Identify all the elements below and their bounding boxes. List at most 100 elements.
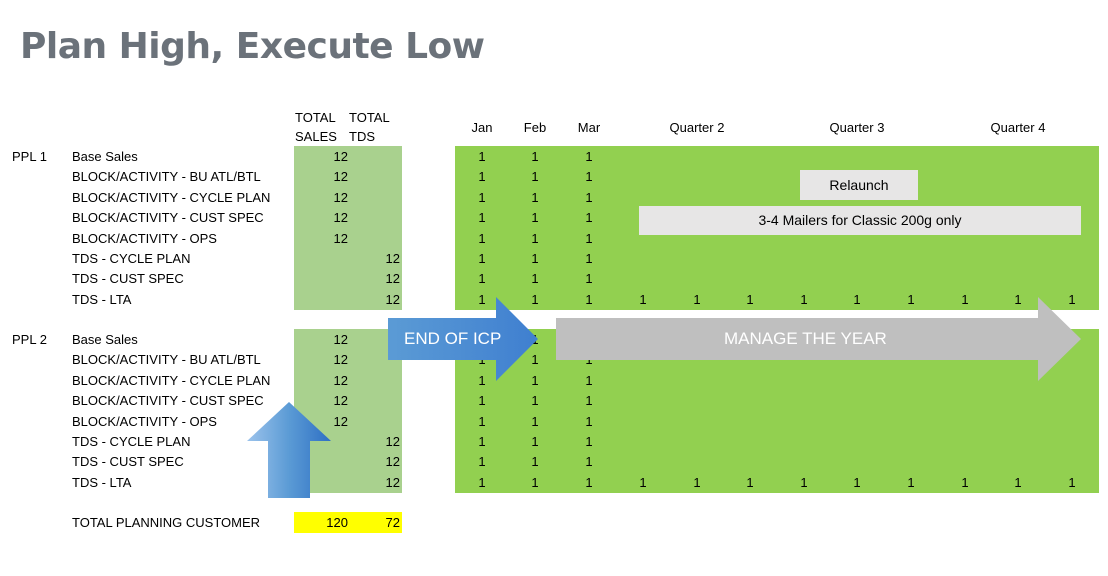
manage-year-arrow [556, 297, 1081, 381]
month-cell: 1 [478, 210, 486, 225]
month-cell: 1 [585, 454, 593, 469]
quarter-cell: 1 [693, 292, 701, 307]
month-cell: 1 [478, 414, 486, 429]
quarter-cell: 1 [1068, 475, 1076, 490]
month-cell: 1 [585, 231, 593, 246]
row-label: BLOCK/ACTIVITY - BU ATL/BTL [72, 352, 261, 367]
header-quarter-2: Quarter 2 [669, 120, 725, 135]
header-total-tds-2: TDS [349, 129, 375, 144]
row-label: TDS - CYCLE PLAN [72, 434, 191, 449]
relaunch-label: Relaunch [800, 170, 918, 200]
totals-block-ppl2 [294, 329, 402, 493]
month-cell: 1 [531, 373, 539, 388]
month-cell: 1 [585, 149, 593, 164]
quarter-cell: 1 [1068, 292, 1076, 307]
group-label: PPL 2 [12, 332, 47, 347]
row-total-sales: 12 [333, 352, 348, 367]
row-total-sales: 12 [333, 210, 348, 225]
quarter-cell: 1 [961, 292, 969, 307]
quarter-cell: 1 [961, 475, 969, 490]
row-label: TDS - CYCLE PLAN [72, 251, 191, 266]
row-total-sales: 12 [333, 190, 348, 205]
mailers-label: 3-4 Mailers for Classic 200g only [639, 206, 1081, 235]
row-label: BLOCK/ACTIVITY - OPS [72, 231, 217, 246]
month-cell: 1 [478, 454, 486, 469]
month-cell: 1 [478, 434, 486, 449]
month-cell: 1 [478, 231, 486, 246]
month-cell: 1 [478, 271, 486, 286]
total-tds-value: 72 [385, 515, 400, 530]
row-total-sales: 12 [333, 414, 348, 429]
month-cell: 1 [585, 434, 593, 449]
row-label: TDS - LTA [72, 292, 132, 307]
quarter-cell: 1 [1014, 292, 1022, 307]
month-cell: 1 [531, 231, 539, 246]
month-cell: 1 [585, 292, 593, 307]
row-total-tds: 12 [385, 251, 400, 266]
month-cell: 1 [531, 454, 539, 469]
quarter-cell: 1 [907, 475, 915, 490]
row-label: TDS - CUST SPEC [72, 271, 184, 286]
quarter-cell: 1 [746, 475, 754, 490]
header-feb: Feb [523, 120, 547, 135]
month-cell: 1 [585, 393, 593, 408]
total-block [294, 512, 402, 533]
quarter-cell: 1 [907, 292, 915, 307]
month-cell: 1 [478, 169, 486, 184]
quarter-cell: 1 [746, 292, 754, 307]
row-total-sales: 12 [333, 373, 348, 388]
end-icp-label: END OF ICP [404, 329, 502, 348]
month-cell: 1 [531, 434, 539, 449]
quarter-cell: 1 [800, 292, 808, 307]
month-cell: 1 [478, 190, 486, 205]
month-cell: 1 [585, 190, 593, 205]
quarter-cell: 1 [639, 292, 647, 307]
total-label: TOTAL PLANNING CUSTOMER [72, 515, 261, 530]
month-cell: 1 [531, 190, 539, 205]
row-total-sales: 12 [333, 169, 348, 184]
header-total-tds-1: TOTAL [349, 110, 390, 125]
month-cell: 1 [585, 251, 593, 266]
page-title: Plan High, Execute Low [20, 26, 485, 67]
month-cell: 1 [478, 292, 486, 307]
month-cell: 1 [531, 475, 539, 490]
row-total-tds: 12 [385, 292, 400, 307]
row-total-sales: 12 [333, 149, 348, 164]
month-cell: 1 [585, 169, 593, 184]
month-cell: 1 [585, 210, 593, 225]
month-cell: 1 [531, 210, 539, 225]
row-label: BLOCK/ACTIVITY - CUST SPEC [72, 393, 264, 408]
month-cell: 1 [531, 292, 539, 307]
row-label: Base Sales [72, 332, 138, 347]
header-jan: Jan [471, 120, 493, 135]
month-cell: 1 [478, 251, 486, 266]
group-label: PPL 1 [12, 149, 47, 164]
row-label: TDS - LTA [72, 475, 132, 490]
month-cell: 1 [531, 414, 539, 429]
month-cell: 1 [531, 393, 539, 408]
row-label: BLOCK/ACTIVITY - CUST SPEC [72, 210, 264, 225]
row-label: BLOCK/ACTIVITY - BU ATL/BTL [72, 169, 261, 184]
quarter-cell: 1 [800, 475, 808, 490]
row-total-sales: 12 [333, 393, 348, 408]
up-arrow [247, 402, 331, 498]
month-cell: 1 [531, 169, 539, 184]
header-quarter-3: Quarter 3 [829, 120, 885, 135]
row-label: BLOCK/ACTIVITY - OPS [72, 414, 217, 429]
header-total-sales-1: TOTAL [295, 110, 336, 125]
row-label: Base Sales [72, 149, 138, 164]
header-quarter-4: Quarter 4 [990, 120, 1046, 135]
month-cell: 1 [585, 373, 593, 388]
row-total-tds: 12 [385, 271, 400, 286]
row-total-tds: 12 [385, 434, 400, 449]
month-cell: 1 [478, 393, 486, 408]
month-cell: 1 [531, 251, 539, 266]
row-label: BLOCK/ACTIVITY - CYCLE PLAN [72, 190, 271, 205]
quarter-cell: 1 [693, 475, 701, 490]
row-total-sales: 12 [333, 332, 348, 347]
quarter-cell: 1 [853, 475, 861, 490]
row-total-tds: 12 [385, 475, 400, 490]
month-cell: 1 [531, 149, 539, 164]
quarter-cell: 1 [1014, 475, 1022, 490]
